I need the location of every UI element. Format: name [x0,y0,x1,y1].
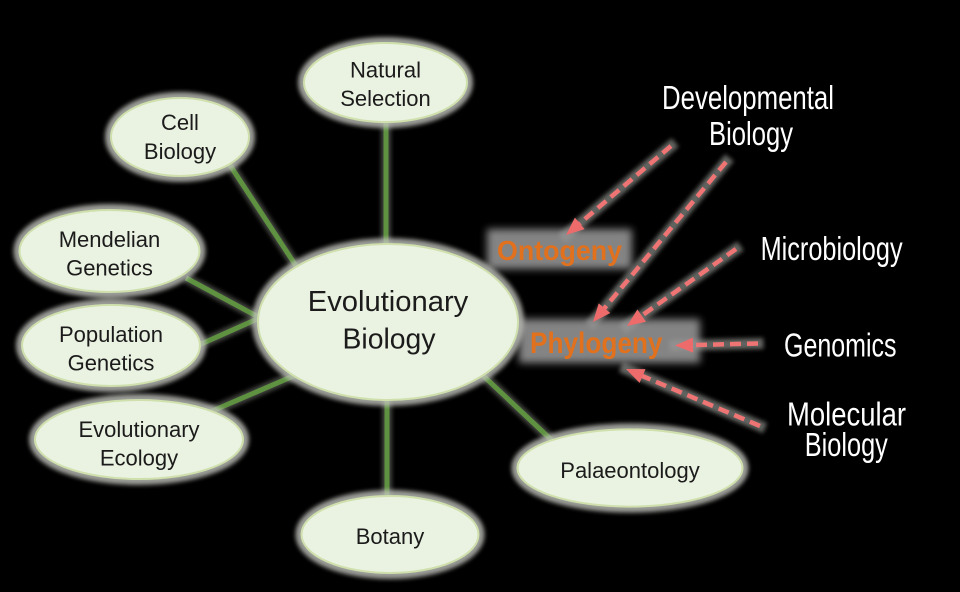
svg-text:Molecular: Molecular [787,396,906,433]
svg-text:Biology: Biology [709,115,793,152]
svg-text:Evolutionary: Evolutionary [308,286,469,318]
svg-text:Phylogeny: Phylogeny [530,327,663,360]
svg-text:Cell: Cell [161,110,199,135]
svg-text:Evolutionary: Evolutionary [78,417,199,442]
svg-text:Genomics: Genomics [784,327,897,364]
svg-text:Mendelian: Mendelian [59,227,161,252]
svg-text:Population: Population [59,322,163,347]
svg-text:Ontogeny: Ontogeny [497,235,622,266]
svg-text:Genetics: Genetics [66,256,153,281]
svg-text:Biology: Biology [805,426,888,463]
svg-text:Natural: Natural [350,58,421,83]
svg-text:Botany: Botany [356,524,425,549]
svg-text:Ecology: Ecology [100,446,178,471]
svg-text:Biology: Biology [343,324,436,356]
svg-text:Genetics: Genetics [68,351,155,376]
svg-text:Biology: Biology [144,139,216,164]
svg-text:Microbiology: Microbiology [761,230,903,267]
svg-text:Palaeontology: Palaeontology [560,458,699,483]
svg-text:Selection: Selection [340,86,431,111]
svg-text:Developmental: Developmental [662,79,834,116]
